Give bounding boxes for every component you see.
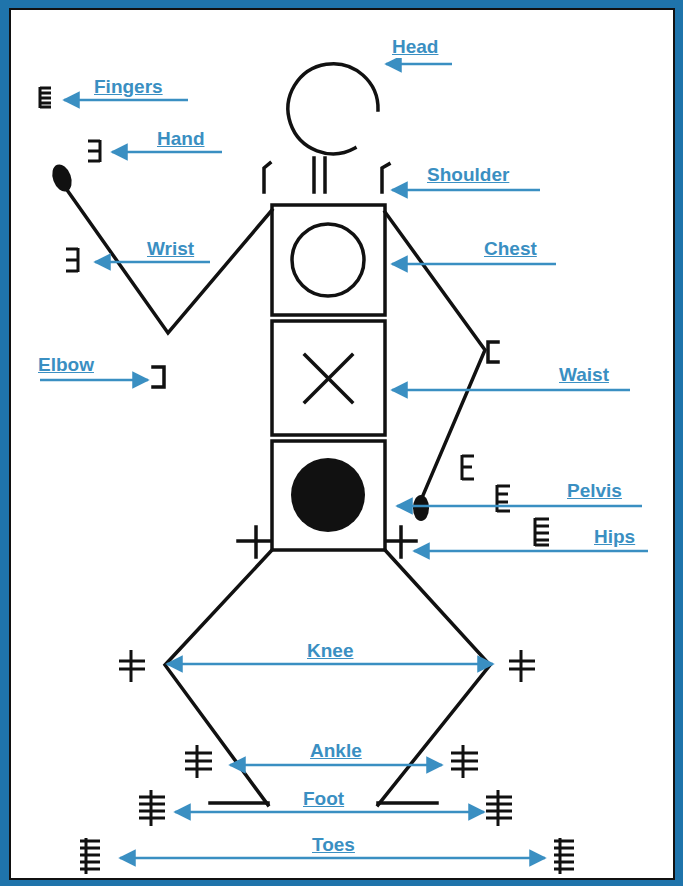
part-label: Waist — [557, 364, 611, 386]
leader-arrow — [120, 857, 545, 860]
leader-arrow — [392, 389, 630, 392]
part-label: Foot — [301, 788, 346, 810]
leader-arrow — [414, 550, 648, 553]
part-label: Elbow — [36, 354, 96, 376]
waist-box — [272, 321, 385, 435]
part-label: Head — [390, 36, 440, 58]
leader-arrow — [167, 663, 493, 666]
leader-arrow — [175, 811, 484, 814]
leader-arrow — [392, 263, 556, 266]
leader-arrow — [230, 764, 442, 767]
part-label: Knee — [305, 640, 355, 662]
leader-arrow — [397, 505, 642, 508]
part-label: Hips — [592, 526, 637, 548]
leader-arrow — [95, 261, 210, 264]
chest-box — [272, 205, 385, 315]
head-arc — [288, 64, 378, 154]
part-label: Wrist — [145, 238, 196, 260]
part-label: Hand — [155, 128, 207, 150]
part-label: Pelvis — [565, 480, 624, 502]
part-label: Fingers — [92, 76, 165, 98]
part-label: Shoulder — [425, 164, 511, 186]
leader-arrow — [392, 189, 540, 192]
part-label: Chest — [482, 238, 539, 260]
part-label: Ankle — [308, 740, 364, 762]
leader-arrow — [64, 99, 188, 102]
leader-arrow — [386, 63, 452, 66]
leader-arrow — [40, 379, 148, 382]
pelvis-box — [272, 441, 385, 550]
part-label: Toes — [310, 834, 357, 856]
leader-arrow — [112, 151, 222, 154]
